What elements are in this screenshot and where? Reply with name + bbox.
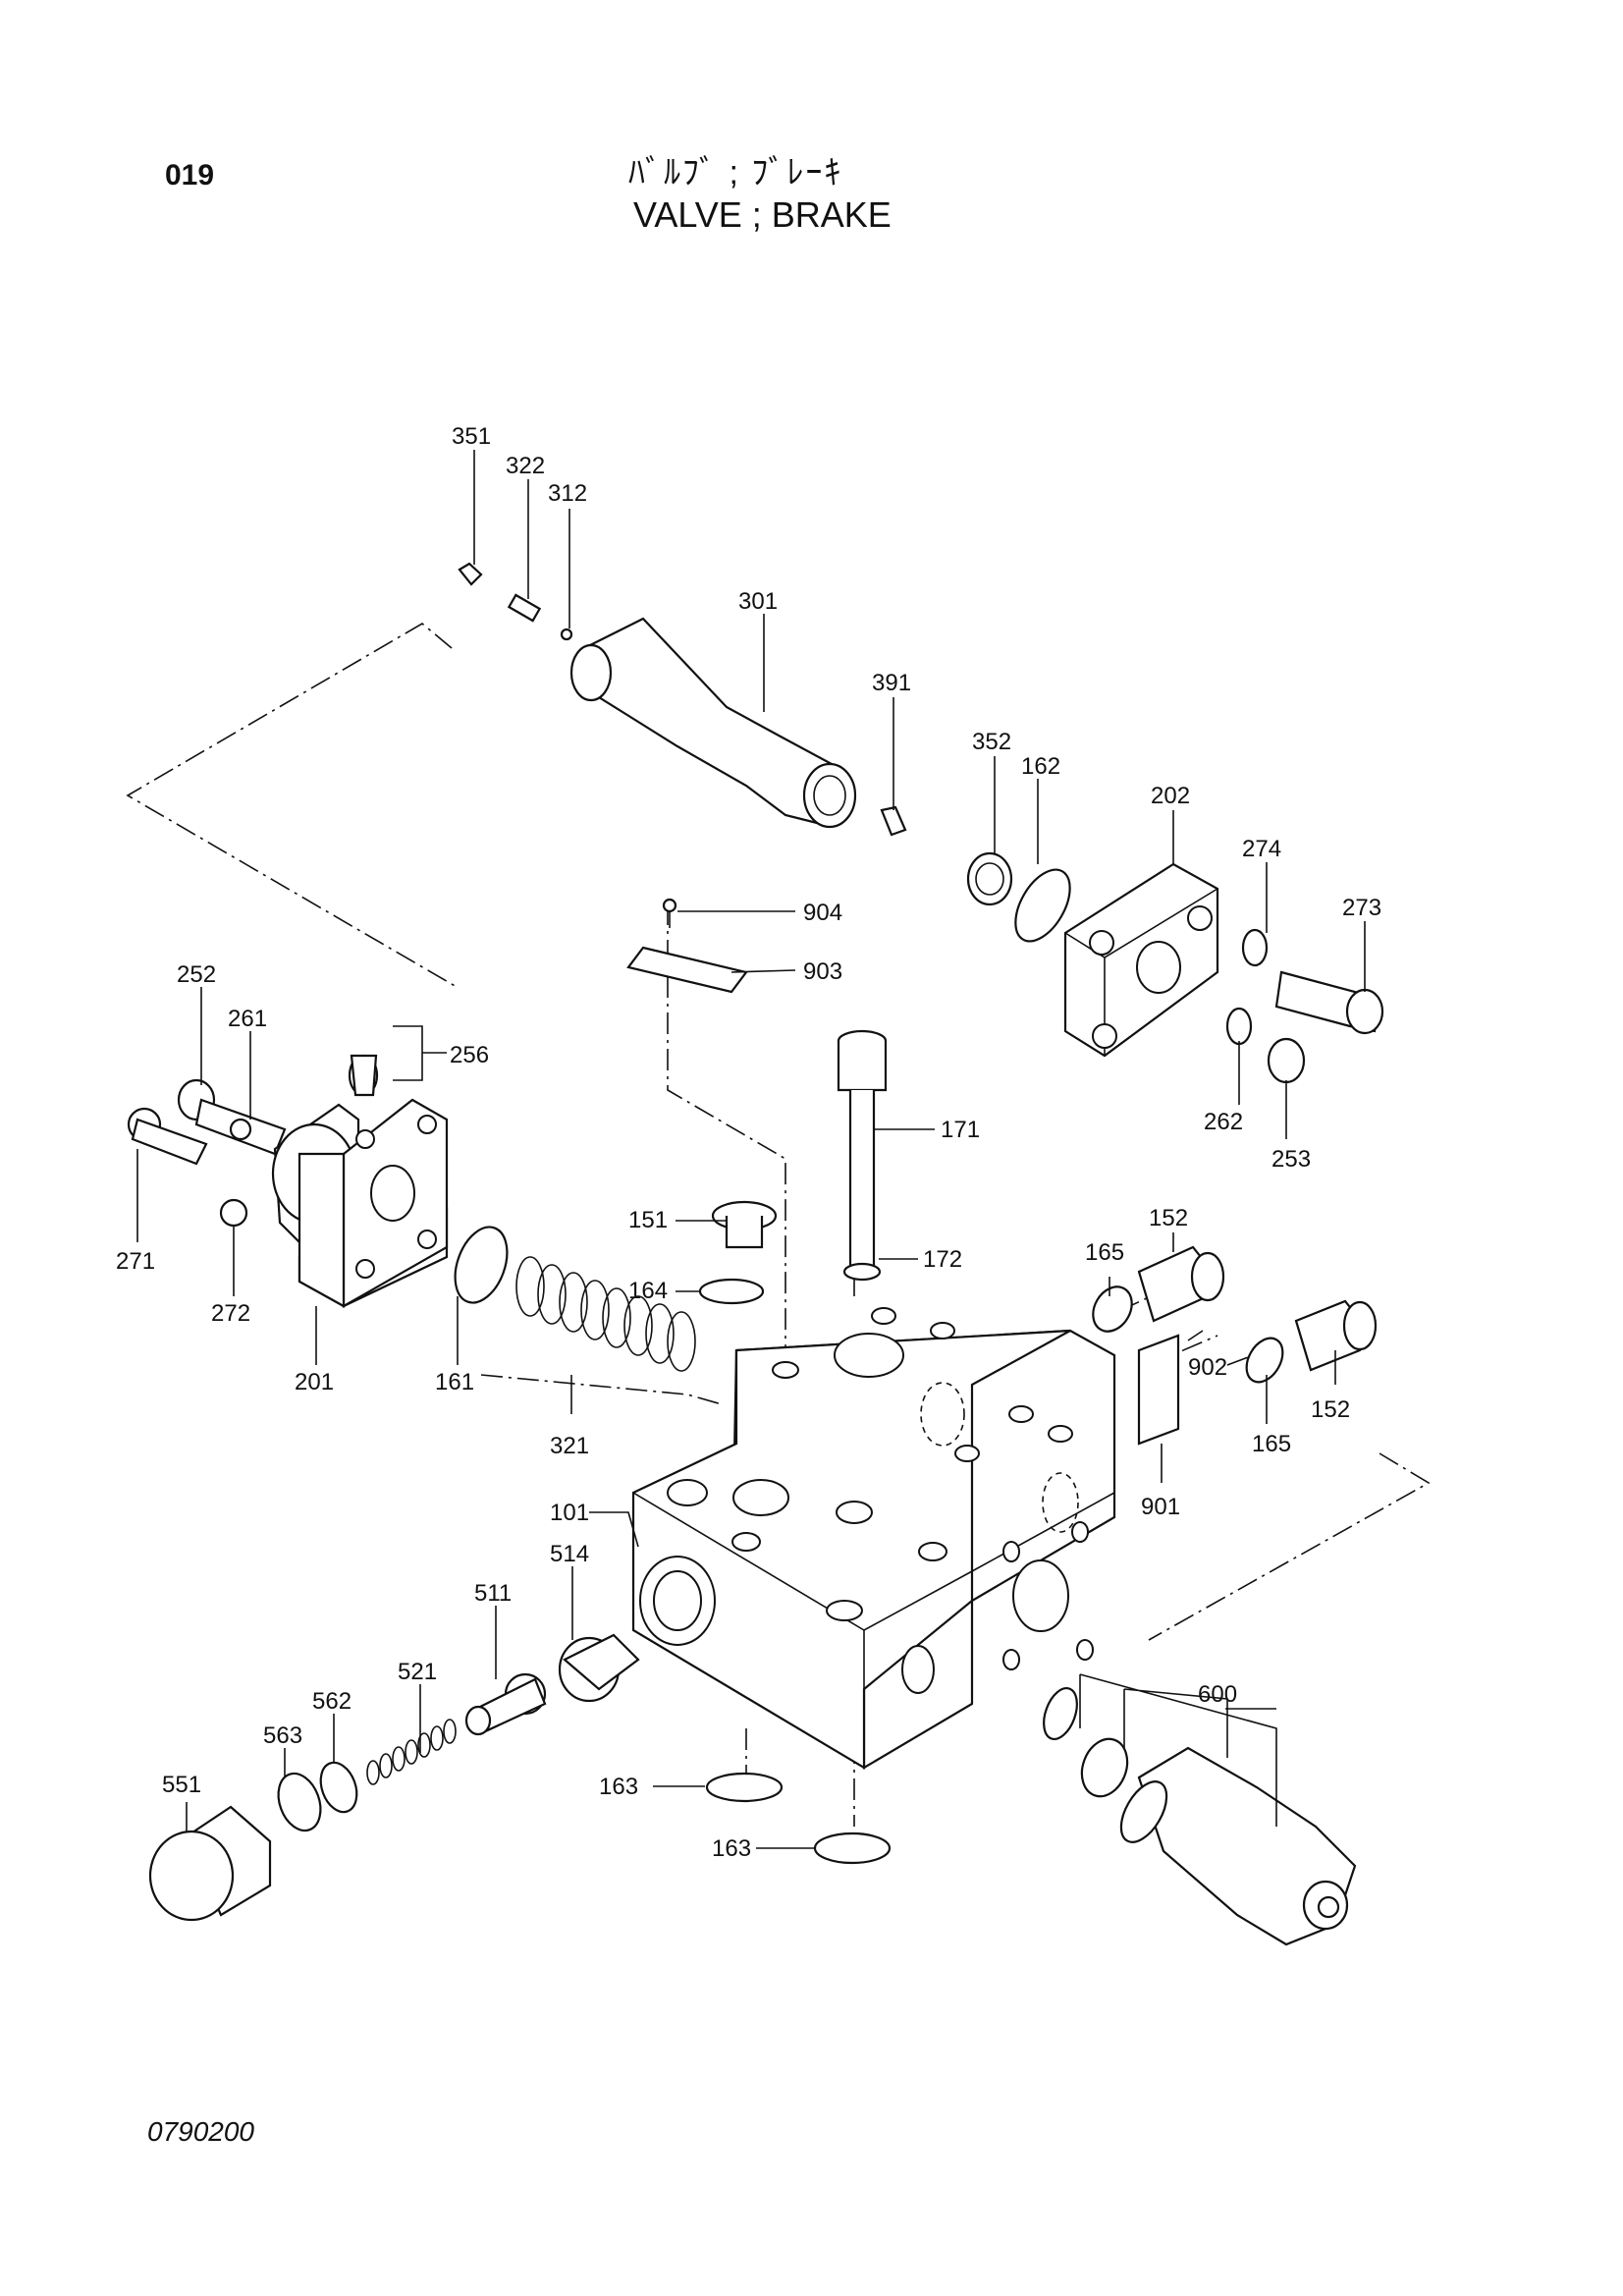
leader-lines <box>136 450 1366 1849</box>
callout-391: 391 <box>872 670 911 696</box>
title-english: VALVE ; BRAKE <box>633 194 892 235</box>
relief-valve-600 <box>1043 1687 1357 1946</box>
callout-256: 256 <box>450 1042 489 1068</box>
callout-511: 511 <box>474 1580 512 1607</box>
callout-271: 271 <box>116 1248 155 1275</box>
callout-272: 272 <box>211 1300 250 1327</box>
callout-161: 161 <box>435 1369 474 1395</box>
callout-201: 201 <box>295 1369 334 1395</box>
callout-labels: 351 322 312 301 391 352 162 202 274 273 … <box>116 423 1381 1862</box>
callout-902: 902 <box>1188 1354 1227 1381</box>
callout-163-upper: 163 <box>599 1774 638 1800</box>
callout-600: 600 <box>1198 1681 1237 1708</box>
cover-202-group <box>966 851 1384 1084</box>
callout-202: 202 <box>1151 783 1190 809</box>
callout-551: 551 <box>162 1772 201 1798</box>
spool-assembly <box>458 562 907 837</box>
callout-252: 252 <box>177 961 216 988</box>
callout-253: 253 <box>1271 1146 1311 1173</box>
title-japanese: ﾊﾞﾙﾌﾞ ; ﾌﾞﾚｰｷ <box>628 154 843 191</box>
bolt-group <box>698 1029 888 1305</box>
callout-274: 274 <box>1242 836 1281 862</box>
callout-901: 901 <box>1141 1494 1180 1520</box>
front-plug-group <box>148 1633 640 1922</box>
callout-562: 562 <box>312 1688 352 1715</box>
callout-521: 521 <box>398 1659 437 1685</box>
callout-164: 164 <box>628 1278 668 1304</box>
page-number: 019 <box>165 159 215 191</box>
callout-563: 563 <box>263 1722 302 1749</box>
callout-162: 162 <box>1021 753 1060 780</box>
drawing-number: 0790200 <box>147 2116 255 2147</box>
callout-172: 172 <box>923 1246 962 1273</box>
callout-171: 171 <box>941 1117 980 1143</box>
callout-262: 262 <box>1204 1109 1243 1135</box>
name-plate-group <box>626 898 748 994</box>
spring-and-ring <box>454 1226 696 1372</box>
callout-312: 312 <box>548 480 587 507</box>
right-plug-group <box>1092 1245 1378 1446</box>
callout-903: 903 <box>803 958 842 985</box>
cover-201-group <box>127 1054 449 1308</box>
callout-321: 321 <box>550 1433 589 1459</box>
callout-514: 514 <box>550 1541 589 1567</box>
callout-301: 301 <box>738 588 778 615</box>
callout-163-lower: 163 <box>712 1835 751 1862</box>
callout-152-lower: 152 <box>1311 1396 1350 1423</box>
callout-322: 322 <box>506 453 545 479</box>
callout-101: 101 <box>550 1500 589 1526</box>
main-valve-block <box>631 1307 1116 1770</box>
callout-151: 151 <box>628 1207 668 1233</box>
callout-165-lower: 165 <box>1252 1431 1291 1457</box>
callout-351: 351 <box>452 423 491 450</box>
callout-352: 352 <box>972 729 1011 755</box>
callout-152-upper: 152 <box>1149 1205 1188 1231</box>
callout-165-upper: 165 <box>1085 1239 1124 1266</box>
callout-904: 904 <box>803 900 842 926</box>
callout-261: 261 <box>228 1006 267 1032</box>
callout-273: 273 <box>1342 895 1381 921</box>
